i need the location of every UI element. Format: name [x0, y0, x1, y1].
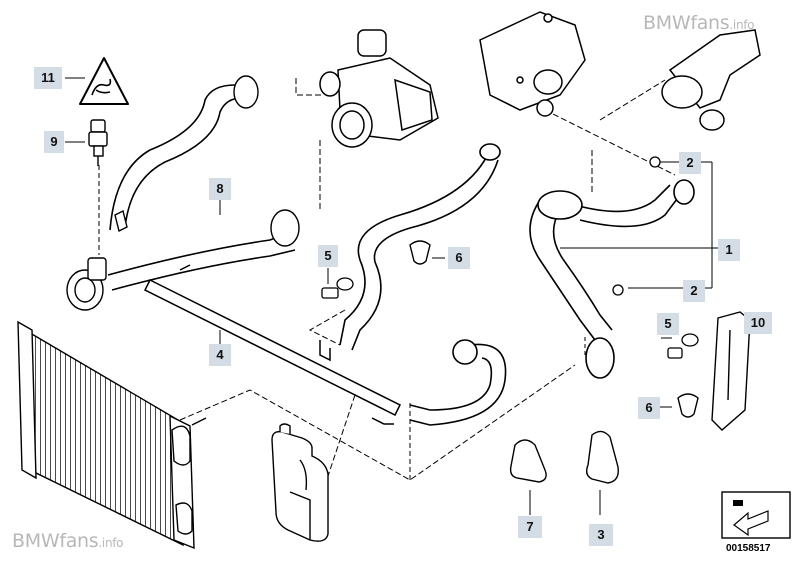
pipe-upper-right: [661, 29, 761, 131]
callout-9[interactable]: 9: [44, 131, 64, 153]
radiator: [17, 320, 207, 550]
hose-clamps: [66, 75, 300, 311]
expansion-tank: [271, 423, 329, 542]
callout-3[interactable]: 3: [589, 524, 613, 546]
callout-11[interactable]: 11: [34, 67, 62, 89]
holders-7-3: [509, 430, 619, 484]
watermark-top-main: BMWfans: [643, 12, 730, 34]
callout-4[interactable]: 4: [209, 344, 231, 366]
hose-lower: [409, 339, 507, 426]
watermark-top-suffix: .info: [729, 18, 755, 32]
callout-5-right[interactable]: 5: [657, 313, 679, 335]
callout-10[interactable]: 10: [744, 312, 772, 334]
watermark-bottom-suffix: .info: [98, 536, 124, 550]
callout-6-right[interactable]: 6: [638, 397, 660, 419]
warning-triangle-icon: [79, 57, 129, 105]
hose-middle: [339, 143, 501, 351]
clip-6: [409, 240, 699, 418]
next-page-arrow-icon[interactable]: [721, 491, 791, 539]
bracket-10: [711, 311, 751, 431]
callout-6[interactable]: 6: [448, 247, 470, 269]
callout-1[interactable]: 1: [718, 239, 740, 261]
callout-7[interactable]: 7: [518, 516, 542, 538]
callout-5[interactable]: 5: [318, 245, 338, 267]
hose-main-8: [107, 84, 296, 291]
callout-2-lower[interactable]: 2: [683, 280, 705, 302]
hose-assembly-1: [529, 179, 695, 379]
callout-8[interactable]: 8: [209, 178, 231, 200]
watermark-bottom: BMWfans.info: [12, 530, 124, 552]
sensor-connector-icon: [88, 119, 108, 166]
thermostat-housing: [319, 29, 439, 148]
watermark-bottom-main: BMWfans: [12, 530, 99, 552]
bracket-4: [143, 264, 402, 425]
fasteners: [321, 156, 699, 359]
callout-2-upper[interactable]: 2: [679, 152, 701, 174]
diagram-number: 00158517: [726, 543, 771, 554]
watermark-top: BMWfans.info: [643, 12, 755, 34]
water-pump: [479, 11, 586, 117]
